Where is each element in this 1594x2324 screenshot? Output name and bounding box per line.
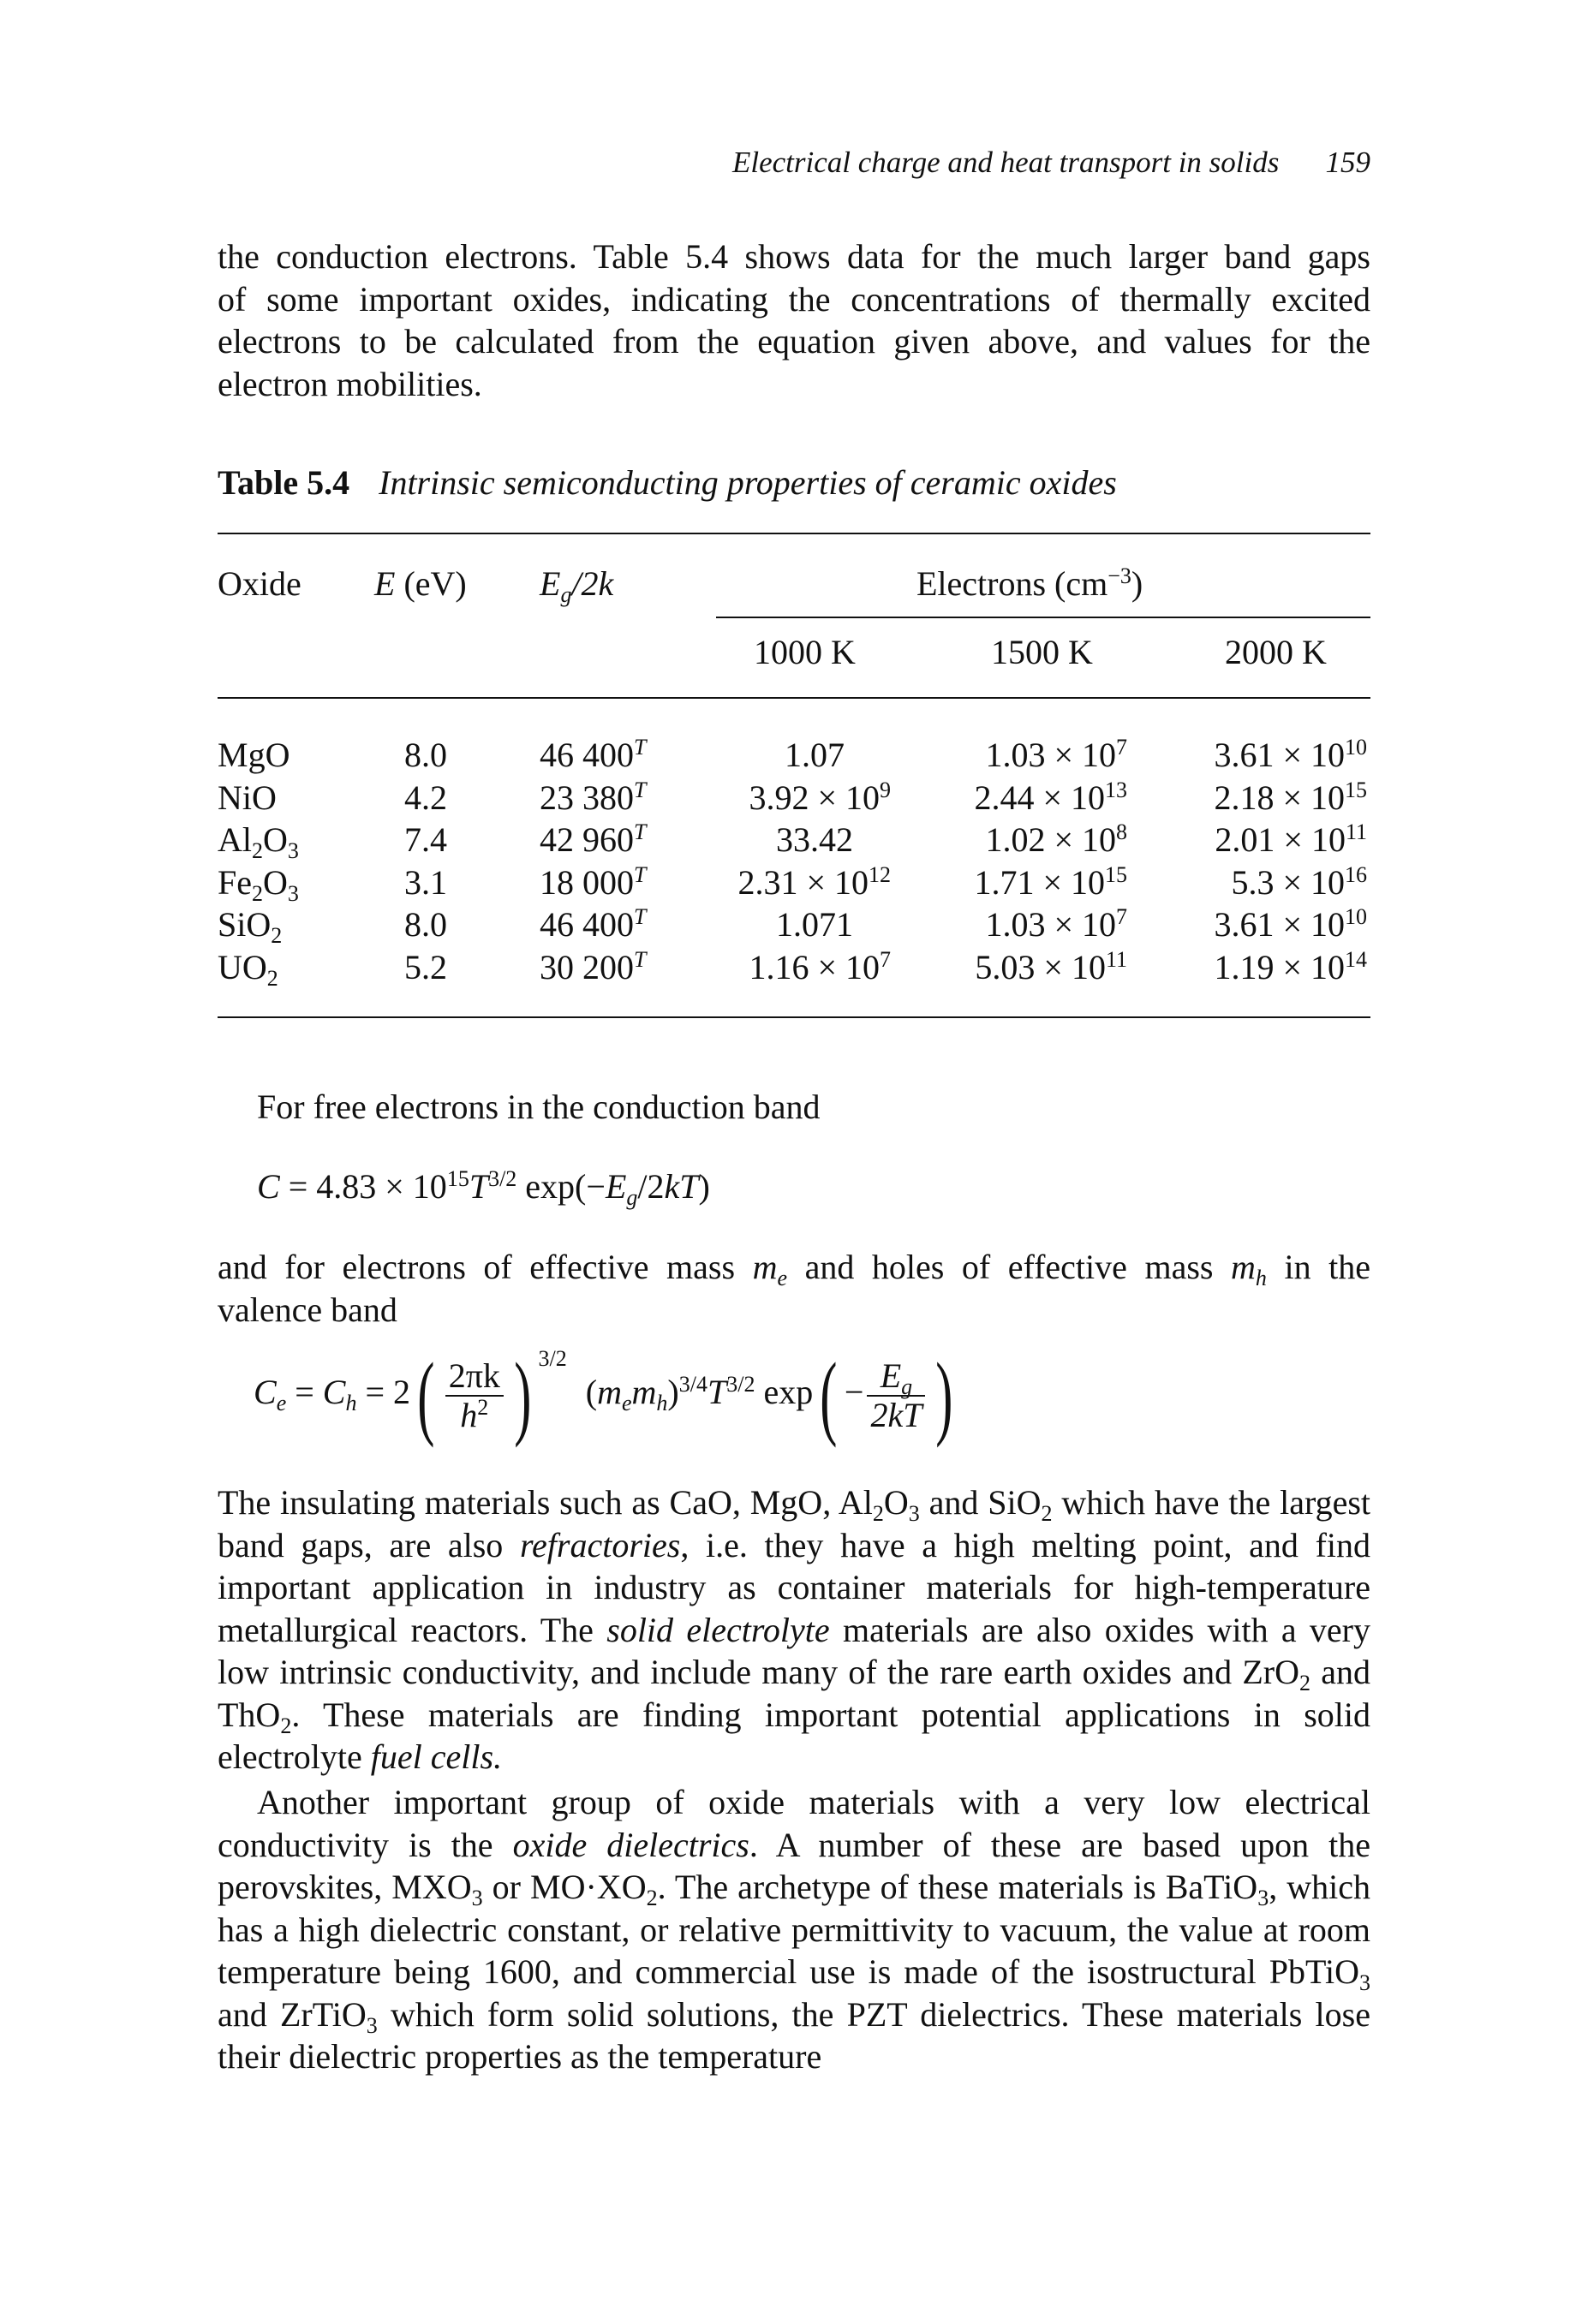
header-1000k: 1000 K xyxy=(754,633,856,671)
effective-mass-line: and for electrons of effective mass me a… xyxy=(218,1248,1370,1290)
running-head-title: Electrical charge and heat transport in … xyxy=(732,146,1280,179)
paragraph-insulating-materials: The insulating materials such as CaO, Mg… xyxy=(218,1481,1370,1779)
paragraph-text: Another important group of oxide materia… xyxy=(218,1783,1371,2076)
intro-line: electron mobilities. xyxy=(218,364,482,403)
eg-value: 23 380T xyxy=(540,777,647,817)
eg-value: 42 960T xyxy=(540,819,647,859)
header-electrons: Electrons (cm−3) xyxy=(916,563,1143,603)
electrons-2000k: 1.19 × 1014 xyxy=(1214,946,1367,986)
paragraph-oxide-dielectrics: Another important group of oxide materia… xyxy=(218,1781,1370,2078)
header-energy: E (eV) xyxy=(374,564,467,603)
eg-value: 30 200T xyxy=(540,946,647,986)
left-paren: ( xyxy=(820,1344,838,1448)
energy-value: 3.1 xyxy=(404,862,447,902)
oxide-name: Fe2O3 xyxy=(218,862,299,906)
oxide-name: NiO xyxy=(218,778,277,817)
electrons-2000k: 3.61 × 1010 xyxy=(1214,735,1367,774)
electrons-1500k: 1.02 × 108 xyxy=(985,819,1127,859)
electrons-1000k: 1.07 xyxy=(785,736,845,774)
right-paren: ) xyxy=(514,1344,532,1448)
running-head: Electrical charge and heat transport in … xyxy=(732,146,1370,180)
table-top-rule xyxy=(218,533,1370,534)
eg-value: 18 000T xyxy=(540,861,647,902)
equation-free-electrons: C = 4.83 × 1015T3/2 exp(−Eg/2kT) xyxy=(257,1166,710,1210)
energy-value: 8.0 xyxy=(404,736,447,774)
table-header-rule xyxy=(218,697,1370,699)
free-electrons-line: For free electrons in the conduction ban… xyxy=(257,1088,821,1126)
intro-paragraph: the conduction electrons. Table 5.4 show… xyxy=(218,235,1370,405)
oxide-name: MgO xyxy=(218,736,290,774)
eg-value: 46 400T xyxy=(540,904,647,944)
oxide-name: UO2 xyxy=(218,947,278,991)
electrons-1000k: 3.92 × 109 xyxy=(749,777,891,817)
intro-line: the conduction electrons. Table 5.4 show… xyxy=(218,237,1370,276)
header-2000k: 2000 K xyxy=(1225,633,1327,671)
table-bottom-rule xyxy=(218,1016,1370,1018)
page-number: 159 xyxy=(1325,146,1371,179)
energy-value: 4.2 xyxy=(404,778,447,817)
header-oxide: Oxide xyxy=(218,564,301,603)
electrons-1500k: 2.44 × 1013 xyxy=(974,777,1127,817)
electrons-2000k: 5.3 × 1016 xyxy=(1231,861,1367,902)
table-caption-text: Intrinsic semiconducting properties of c… xyxy=(379,463,1117,502)
energy-value: 7.4 xyxy=(404,820,447,859)
electrons-1000k: 2.31 × 1012 xyxy=(737,861,891,902)
header-eg-over-2k: Eg/2k xyxy=(540,564,614,607)
oxide-name: SiO2 xyxy=(218,905,283,948)
left-paren: ( xyxy=(417,1344,435,1448)
electrons-1000k: 1.071 xyxy=(776,905,853,944)
electrons-1000k: 1.16 × 107 xyxy=(749,946,891,986)
oxide-name: Al2O3 xyxy=(218,820,299,863)
table-subhead-rule xyxy=(716,617,1370,618)
effective-mass-line: valence band xyxy=(218,1290,397,1329)
table-caption: Table 5.4 Intrinsic semiconducting proper… xyxy=(218,462,1370,503)
electrons-1500k: 1.71 × 1015 xyxy=(974,861,1127,902)
electrons-1000k: 33.42 xyxy=(776,820,853,859)
effective-mass-paragraph: and for electrons of effective mass me a… xyxy=(218,1246,1370,1331)
electrons-2000k: 2.18 × 1015 xyxy=(1214,777,1367,817)
electrons-1500k: 5.03 × 1011 xyxy=(975,946,1127,986)
energy-value: 8.0 xyxy=(404,905,447,944)
electrons-1500k: 1.03 × 107 xyxy=(985,735,1127,774)
paragraph-text: The insulating materials such as CaO, Mg… xyxy=(218,1483,1371,1776)
electrons-2000k: 3.61 × 1010 xyxy=(1214,904,1367,944)
eg-value: 46 400T xyxy=(540,735,647,774)
electrons-1500k: 1.03 × 107 xyxy=(985,904,1127,944)
header-1500k: 1500 K xyxy=(991,633,1093,671)
energy-value: 5.2 xyxy=(404,947,447,986)
intro-line: of some important oxides, indicating the… xyxy=(218,279,1370,319)
right-paren: ) xyxy=(935,1344,953,1448)
table-label: Table 5.4 xyxy=(218,463,350,502)
electrons-2000k: 2.01 × 1011 xyxy=(1215,819,1367,859)
intro-line: electrons to be calculated from the equa… xyxy=(218,322,1370,361)
